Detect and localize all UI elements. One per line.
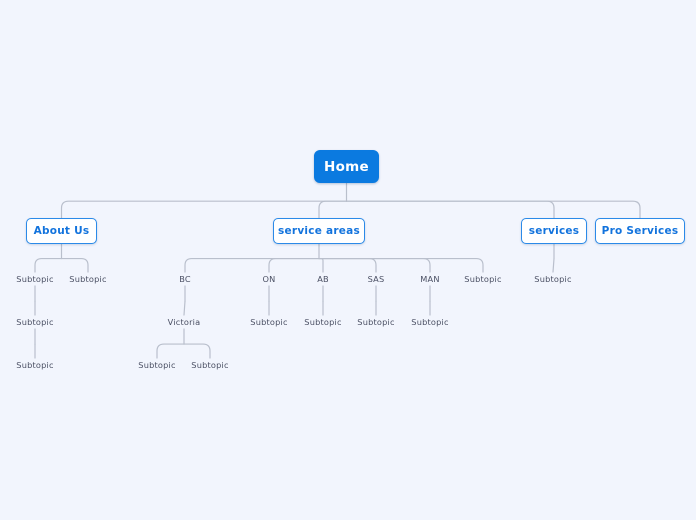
connector-home-to-service-areas <box>318 200 348 219</box>
node-about-sub-b[interactable]: Subtopic <box>69 274 107 284</box>
connector-home-to-services <box>345 200 555 219</box>
connector-about-us-to-about-sub-b <box>60 257 89 273</box>
connector-service-areas-to-ab <box>318 257 324 273</box>
node-on[interactable]: ON <box>262 274 276 284</box>
node-pro-services[interactable]: Pro Services <box>595 218 685 244</box>
node-victoria[interactable]: Victoria <box>167 317 201 327</box>
node-home[interactable]: Home <box>314 150 379 183</box>
node-man[interactable]: MAN <box>420 274 440 284</box>
connector-victoria-to-victoria-sub-a <box>156 343 185 359</box>
node-bc[interactable]: BC <box>179 274 191 284</box>
node-sas[interactable]: SAS <box>367 274 385 284</box>
connector-service-areas-to-man <box>318 257 431 273</box>
connector-bc-to-victoria <box>183 300 186 316</box>
node-sa-sub[interactable]: Subtopic <box>464 274 502 284</box>
connector-home-to-about-us <box>60 200 348 219</box>
node-about-sub-a3[interactable]: Subtopic <box>16 360 54 370</box>
node-man-sub[interactable]: Subtopic <box>411 317 449 327</box>
node-services[interactable]: services <box>521 218 587 244</box>
connector-victoria-to-victoria-sub-b <box>183 343 211 359</box>
node-victoria-sub-b[interactable]: Subtopic <box>191 360 229 370</box>
connector-service-areas-to-bc <box>184 257 320 273</box>
node-about-sub-a2[interactable]: Subtopic <box>16 317 54 327</box>
node-services-sub[interactable]: Subtopic <box>534 274 572 284</box>
connector-home-to-pro-services <box>345 200 641 219</box>
node-ab-sub[interactable]: Subtopic <box>304 317 342 327</box>
node-ab[interactable]: AB <box>317 274 329 284</box>
node-service-areas[interactable]: service areas <box>273 218 365 244</box>
node-about-sub-a[interactable]: Subtopic <box>16 274 54 284</box>
node-on-sub[interactable]: Subtopic <box>250 317 288 327</box>
connector-service-areas-to-on <box>268 257 320 273</box>
connector-services-to-services-sub <box>552 257 555 273</box>
connector-service-areas-to-sas <box>318 257 377 273</box>
connector-about-us-to-about-sub-a <box>34 257 63 273</box>
connector-service-areas-to-sa-sub <box>318 257 484 273</box>
node-about-us[interactable]: About Us <box>26 218 97 244</box>
node-sas-sub[interactable]: Subtopic <box>357 317 395 327</box>
node-victoria-sub-a[interactable]: Subtopic <box>138 360 176 370</box>
